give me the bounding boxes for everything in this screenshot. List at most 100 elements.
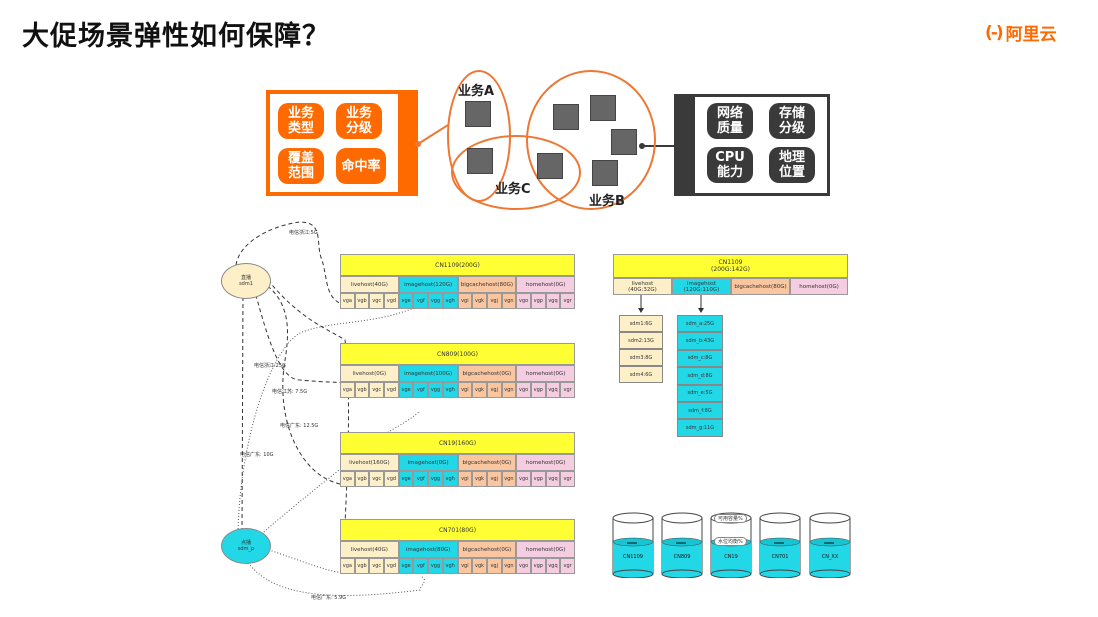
network-quality-pill: 网络 质量 [707,103,753,139]
cylinder-label: CN701 [771,554,789,560]
vg-cell: vgk [472,558,487,574]
capacity-cylinder: CN1109 [612,512,654,579]
vg-cell: vgo [516,293,531,309]
vg-cell: vgh [442,558,458,574]
node-square [537,153,563,179]
vg-cell: vgp [530,471,546,487]
vg-cell: vgc [369,471,385,487]
vg-cell: vgc [369,382,385,398]
table-cat-homehost: homehost(0G) [516,541,575,558]
table-cat-livehost: livehost(40G) [340,276,399,293]
cylinder-label: CN19 [724,554,738,560]
vg-cell: vgd [384,293,399,309]
capacity-cylinder: CN701 [759,512,801,579]
vg-cell: vgd [384,558,399,574]
vg-cell: vga [340,471,355,487]
vg-cell: vgi [457,558,473,574]
vg-cell: vga [340,558,355,574]
vg-cell: vgh [442,382,458,398]
page-title: 大促场景弹性如何保障？ [22,21,330,52]
aliyun-logo-text: 阿里云 [1005,25,1057,45]
cylinder-label: CN_XX [821,554,839,560]
node-square [590,95,616,121]
vg-cell: vgn [501,558,517,574]
vg-cell: vgn [501,293,517,309]
node-square [465,101,491,127]
hit-rate-pill: 命中率 [336,148,386,184]
vg-cell: vgr [560,471,575,487]
vg-cell: vgf [413,382,429,398]
vg-cell: vga [340,382,355,398]
live-source-id: sdm1 [239,281,253,287]
node-square [553,104,579,130]
table-cat-livehost: livehost(160G) [340,454,399,471]
image-sdm-item: sdm_d:8G [677,367,723,385]
resource-dimension-panel: 网络 质量 存储 分级 CPU 能力 地理 位置 [674,94,830,196]
node-square [592,160,618,186]
coverage-pill: 覆盖 范围 [278,148,324,184]
detail-cat-homehost: homehost(0G) [790,278,848,295]
vg-cell: vge [398,293,414,309]
vg-cell: vgi [457,471,473,487]
node-square [467,148,493,174]
image-sdm-item: sdm_b:43G [677,332,723,350]
cylinder-shape [759,512,801,579]
business-c-label: 业务C [495,182,531,197]
vg-cell: vgh [442,471,458,487]
cylinder-shape [809,512,851,579]
table-header: CN701(80G) [340,519,575,541]
vg-cell: vgj [486,471,502,487]
vg-cell: vgd [384,471,399,487]
link-label: 电信江苏: 7.5G [272,389,308,395]
vg-cell: vgq [545,293,561,309]
vg-cell: vgr [560,382,575,398]
business-b-label: 业务B [589,194,625,209]
water-level-balance-callout: 水位均衡% [714,537,747,546]
cylinder-label: CN809 [673,554,691,560]
business-type-pill: 业务 类型 [278,103,324,139]
vg-cell: vgf [413,471,429,487]
vod-source-id: sdm_p [237,546,255,552]
aliyun-logo-icon: (-) [985,22,1004,43]
vg-cell: vge [398,382,414,398]
image-sdm-item: sdm_a:25G [677,315,723,333]
vg-cell: vgf [413,293,429,309]
vg-cell: vge [398,471,414,487]
vg-cell: vga [340,293,355,309]
vg-cell: vgk [472,382,487,398]
link-label: 电信浙江:25G [254,363,286,369]
geo-location-pill: 地理 位置 [769,147,815,183]
live-sdm-item: sdm2:13G [619,332,663,349]
business-dimension-panel: 业务 类型 业务 分级 覆盖 范围 命中率 [266,90,418,196]
vg-cell: vge [398,558,414,574]
vg-cell: vgh [442,293,458,309]
detail-cat-livehost: livehost (40G:32G) [613,278,672,295]
aliyun-logo: (-) 阿里云 [985,20,1057,46]
table-cat-homehost: homehost(0G) [516,276,575,293]
vg-cell: vgj [486,382,502,398]
vg-cell: vgn [501,471,517,487]
link-label: 电信浙江:5G [289,230,318,236]
table-cat-bigcachehost: bigcachehost(0G) [457,454,517,471]
business-c-ellipse [451,135,581,210]
table-header: CN19(160G) [340,432,575,454]
vg-cell: vgj [486,558,502,574]
table-cat-bigcachehost: bigcachehost(0G) [457,541,517,558]
vod-source-name: 点播 [240,540,251,546]
cylinder-shape [661,512,703,579]
vg-cell: vgi [457,382,473,398]
business-level-pill: 业务 分级 [336,103,382,139]
vg-cell: vgg [428,558,443,574]
table-header: CN809(100G) [340,343,575,365]
live-source-name: 直播 [240,275,251,281]
table-cat-imagehost: imagehost(80G) [398,541,458,558]
vg-cell: vgq [545,382,561,398]
table-cat-imagehost: imagehost(0G) [398,454,458,471]
table-cat-homehost: homehost(0G) [516,454,575,471]
detail-cat-imagehost: imagehost (120G:110G) [672,278,731,295]
vg-cell: vgk [472,471,487,487]
live-sdm-item: sdm1:6G [619,315,663,332]
